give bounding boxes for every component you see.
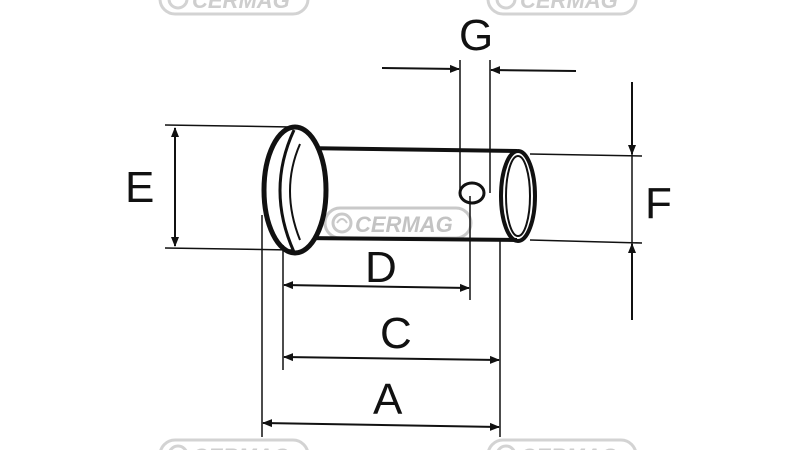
pin-head [261, 124, 329, 256]
label-g: G [459, 11, 493, 60]
dimension-labels: E F G D C A [125, 11, 672, 424]
watermark-bottom-right: CERMAG [487, 438, 637, 450]
label-a: A [373, 375, 403, 424]
label-f: F [645, 179, 672, 228]
pin-end-chamfer [505, 155, 531, 237]
dim-line-a [262, 419, 500, 431]
cermag-logo-icon [496, 444, 516, 450]
dimension-lines [171, 64, 636, 431]
watermark-text: CERMAG [520, 444, 618, 450]
extension-lines [164, 60, 643, 437]
dim-line-g-right [490, 66, 577, 75]
cross-hole [458, 181, 486, 205]
watermark-text: CERMAG [192, 0, 290, 13]
cermag-logo-icon [167, 0, 189, 10]
watermark-top-right: CERMAG [486, 0, 638, 16]
pin-end [499, 149, 537, 243]
label-c: C [380, 309, 412, 358]
watermark-text: CERMAG [355, 212, 453, 237]
dim-line-g-left [381, 64, 460, 73]
pin-body [299, 146, 537, 243]
label-e: E [125, 163, 154, 212]
dim-line-c [283, 353, 500, 364]
watermark-text: CERMAG [520, 0, 618, 13]
watermark-top-left: CERMAG [158, 0, 310, 16]
watermark-text: CERMAG [192, 444, 290, 450]
watermark-center: CERMAG [323, 206, 473, 240]
cermag-logo-icon [331, 212, 353, 234]
label-d: D [365, 243, 397, 292]
dim-line-d [283, 281, 470, 292]
cermag-logo-icon [168, 444, 188, 450]
cermag-logo-icon [495, 0, 517, 10]
watermark-bottom-left: CERMAG [159, 438, 309, 450]
